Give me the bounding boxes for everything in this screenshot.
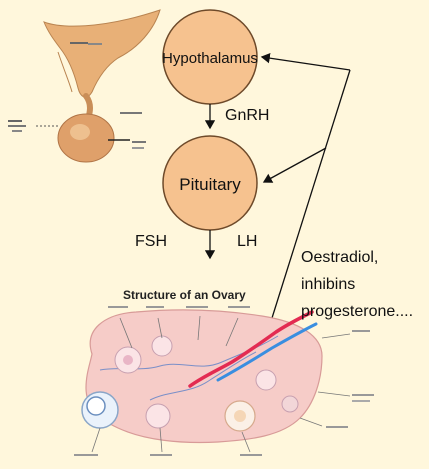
feedback-arrow-hypothalamus — [262, 57, 350, 70]
feedback-line-1: Oestradiol, — [301, 244, 413, 271]
lh-label: LH — [237, 234, 257, 250]
feedback-line-3: progesterone.... — [301, 298, 413, 325]
fsh-label: FSH — [135, 234, 167, 250]
ovary-illustration — [74, 306, 374, 456]
feedback-line-2: inhibins — [301, 271, 413, 298]
hypothalamus-label: Hypothalamus — [162, 50, 258, 67]
gnrh-label: GnRH — [225, 108, 269, 124]
brain-anatomy-illustration — [8, 10, 160, 162]
ovary-title: Structure of an Ovary — [123, 288, 246, 302]
feedback-text: Oestradiol, inhibins progesterone.... — [301, 244, 413, 325]
pituitary-label: Pituitary — [179, 175, 241, 194]
